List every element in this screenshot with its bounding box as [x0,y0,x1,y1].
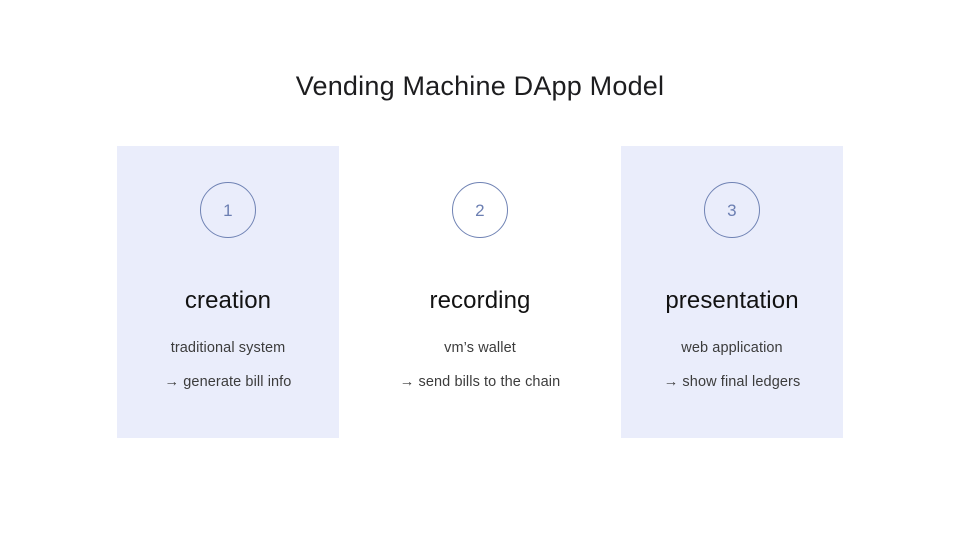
step-column-recording: 2 recording vm’s wallet → send bills to … [369,146,591,438]
step-number-3: 3 [727,200,737,220]
step-number-2: 2 [475,200,485,220]
step-column-creation: 1 creation traditional system → generate… [117,146,339,438]
step-heading-2: recording [429,287,531,314]
step-action-3: → show final ledgers [663,374,801,390]
step-details-1: traditional system → generate bill info [117,338,339,392]
step-badge-circle-1: 1 [200,182,256,238]
step-details-3: web application → show final ledgers [621,338,843,392]
step-heading-3: presentation [665,287,799,314]
step-action-2: → send bills to the chain [399,374,561,390]
step-column-presentation: 3 presentation web application → show fi… [621,146,843,438]
step-action-1: → generate bill info [164,374,292,390]
step-heading-1: creation [184,287,272,314]
step-number-1: 1 [223,200,233,220]
step-detail-2: vm’s wallet [444,340,516,356]
step-detail-1: traditional system [170,340,286,356]
step-details-2: vm’s wallet → send bills to the chain [369,338,591,392]
steps-container: 1 creation traditional system → generate… [117,146,843,438]
step-badge-circle-2: 2 [452,182,508,238]
step-detail-3: web application [681,340,783,356]
step-badge-circle-3: 3 [704,182,760,238]
page-title: Vending Machine DApp Model [295,71,665,101]
